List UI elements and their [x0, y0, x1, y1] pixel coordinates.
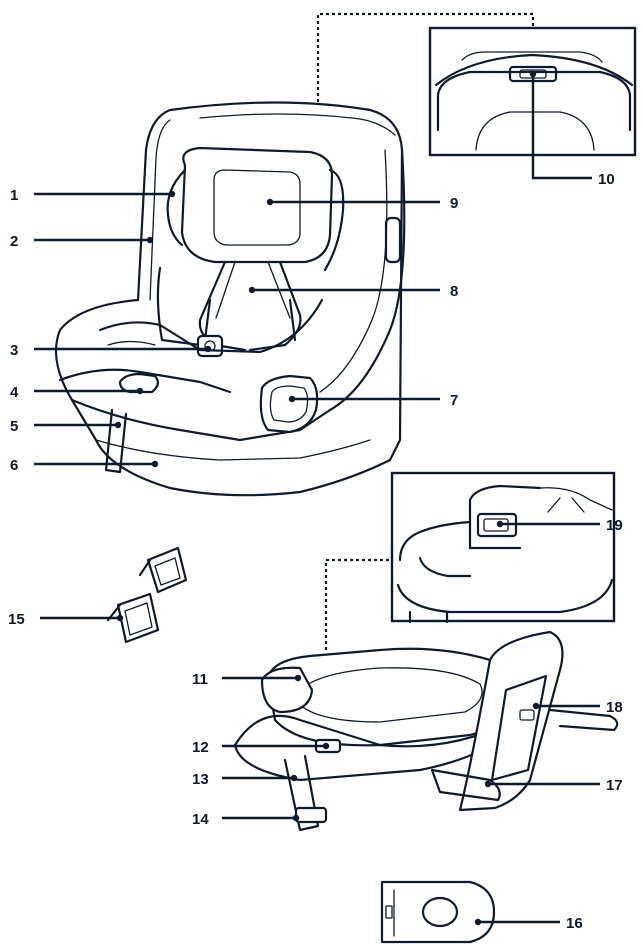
callout-16: 16 [474, 915, 583, 932]
callout-8: 8 [248, 283, 458, 300]
callout-2: 2 [10, 233, 154, 250]
callout-label: 11 [192, 671, 208, 688]
callout-label: 19 [606, 517, 623, 534]
callout-label: 14 [192, 811, 209, 828]
callout-1: 1 [10, 187, 176, 204]
callout-7: 7 [288, 392, 458, 409]
callout-5: 5 [10, 418, 122, 435]
callout-label: 10 [598, 171, 615, 188]
callout-label: 7 [450, 392, 458, 409]
callout-12: 12 [192, 739, 330, 756]
callout-19: 19 [496, 517, 623, 534]
callout-15: 15 [8, 611, 124, 628]
callout-17: 17 [484, 777, 623, 794]
callout-label: 12 [192, 739, 209, 756]
callout-14: 14 [192, 811, 300, 828]
callout-label: 13 [192, 771, 209, 788]
callout-10: 10 [529, 70, 615, 188]
callout-label: 1 [10, 187, 18, 204]
callout-label: 17 [606, 777, 623, 794]
callout-label: 16 [566, 915, 583, 932]
callout-4: 4 [10, 384, 144, 401]
callout-label: 8 [450, 283, 458, 300]
callout-label: 15 [8, 611, 25, 628]
car-seat [54, 101, 406, 497]
callout-label: 6 [10, 457, 18, 474]
callout-label: 3 [10, 342, 18, 359]
callout-9: 9 [266, 195, 458, 212]
base-indicator-detail [396, 484, 614, 624]
detail-connector-middle [324, 558, 392, 650]
callout-18: 18 [532, 699, 623, 716]
callout-label: 4 [10, 384, 19, 401]
isofix-base [233, 630, 619, 832]
callout-label: 2 [10, 233, 18, 250]
isofix-guides [106, 546, 188, 644]
callout-3: 3 [10, 342, 212, 359]
callout-6: 6 [10, 457, 159, 474]
release-tool [380, 880, 496, 944]
callout-label: 9 [450, 195, 458, 212]
callout-label: 18 [606, 699, 623, 716]
callout-11: 11 [192, 671, 302, 688]
callout-label: 5 [10, 418, 18, 435]
callout-13: 13 [192, 771, 298, 788]
